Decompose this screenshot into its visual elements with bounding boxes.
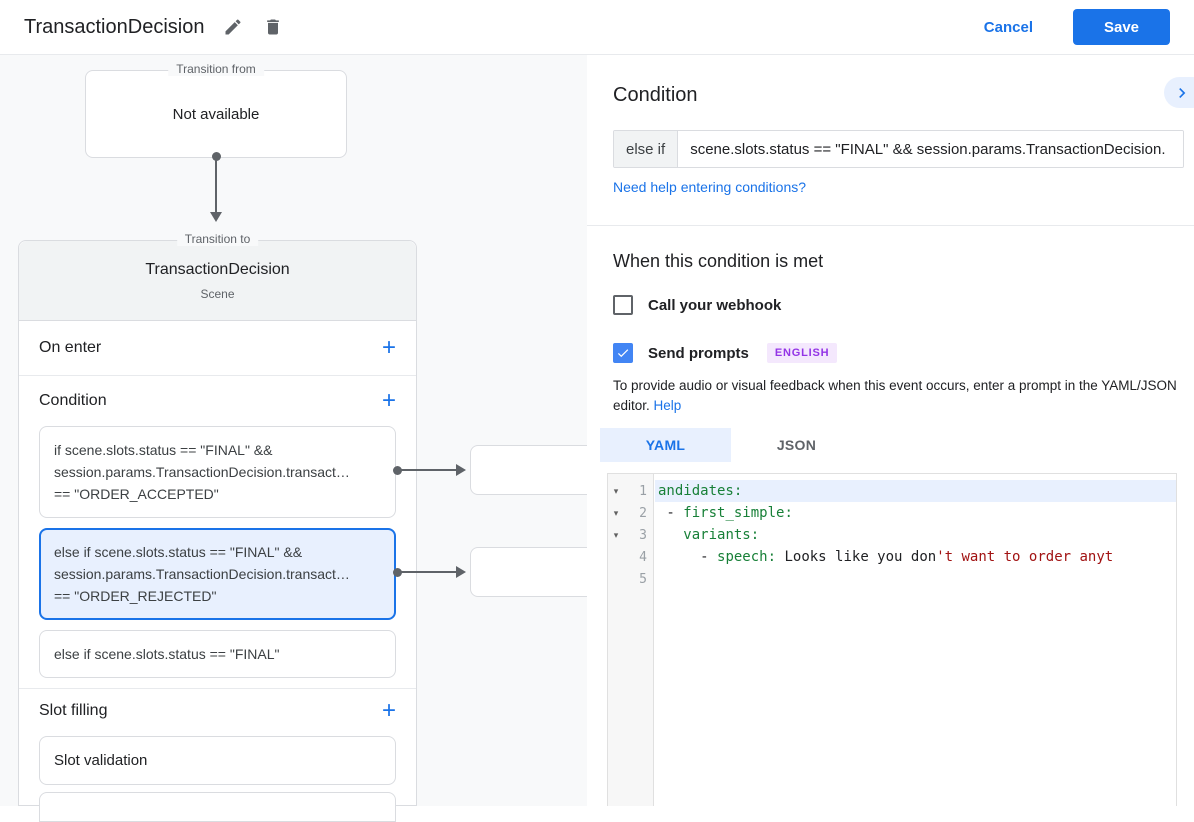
webhook-label: Call your webhook bbox=[648, 297, 781, 314]
condition-line: session.params.TransactionDecision.trans… bbox=[54, 461, 381, 483]
editor-tabs: YAML JSON bbox=[600, 428, 862, 462]
help-link[interactable]: Help bbox=[654, 398, 682, 413]
on-enter-row[interactable]: On enter + bbox=[19, 321, 416, 376]
condition-input-row: else if bbox=[613, 130, 1184, 168]
condition-help-link[interactable]: Need help entering conditions? bbox=[613, 179, 806, 195]
condition-line: session.params.TransactionDecision.trans… bbox=[54, 563, 381, 585]
scene-title: TransactionDecision bbox=[19, 261, 416, 279]
edit-icon[interactable] bbox=[222, 16, 244, 38]
condition-item-rejected-selected[interactable]: else if scene.slots.status == "FINAL" &&… bbox=[39, 528, 396, 620]
webhook-row: Call your webhook bbox=[613, 295, 781, 315]
condition-line: else if scene.slots.status == "FINAL" bbox=[54, 643, 381, 665]
scene-card: Transition to TransactionDecision Scene … bbox=[18, 240, 417, 806]
code-segment: 't want to order anyt bbox=[936, 549, 1113, 565]
code-segment: Looks like you don bbox=[776, 549, 936, 565]
send-prompts-row: Send prompts ENGLISH bbox=[613, 343, 837, 363]
prompt-description: To provide audio or visual feedback when… bbox=[613, 376, 1191, 416]
code-segment: - bbox=[658, 549, 717, 565]
slot-filling-row: Slot filling + bbox=[19, 689, 416, 732]
language-badge: ENGLISH bbox=[767, 343, 838, 363]
send-prompts-label: Send prompts bbox=[648, 345, 749, 362]
tab-json[interactable]: JSON bbox=[731, 428, 862, 462]
condition-panel: Condition else if Need help entering con… bbox=[587, 55, 1194, 806]
condition-item-final[interactable]: else if scene.slots.status == "FINAL" bbox=[39, 630, 396, 678]
connector-line bbox=[400, 469, 456, 471]
code-segment: speech: bbox=[717, 549, 776, 565]
add-on-enter-button[interactable]: + bbox=[382, 338, 396, 358]
divider bbox=[587, 225, 1194, 226]
code-line[interactable]: - speech: Looks like you don't want to o… bbox=[655, 546, 1176, 568]
panel-title: Condition bbox=[613, 84, 698, 107]
condition-prefix-chip: else if bbox=[614, 131, 678, 167]
condition-section-label: Condition bbox=[39, 392, 107, 410]
slot-filling-label: Slot filling bbox=[39, 702, 107, 720]
slot-item-partial[interactable] bbox=[39, 792, 396, 822]
collapse-panel-button[interactable] bbox=[1164, 77, 1194, 108]
scene-subtitle: Scene bbox=[19, 287, 416, 301]
code-segment bbox=[658, 527, 683, 543]
condition-line: if scene.slots.status == "FINAL" && bbox=[54, 439, 381, 461]
scene-card-header[interactable]: TransactionDecision Scene bbox=[19, 241, 416, 321]
delete-icon[interactable] bbox=[262, 16, 284, 38]
slot-validation-item[interactable]: Slot validation bbox=[39, 736, 396, 785]
arrow-down-icon bbox=[210, 212, 222, 222]
checkmark-icon bbox=[616, 346, 630, 360]
save-button[interactable]: Save bbox=[1073, 9, 1170, 45]
line-number: 1 bbox=[624, 484, 653, 499]
condition-section-row: Condition + bbox=[19, 376, 416, 426]
code-line[interactable]: variants: bbox=[655, 524, 1176, 546]
connector-line bbox=[400, 571, 456, 573]
arrow-right-icon bbox=[456, 464, 466, 476]
condition-line: else if scene.slots.status == "FINAL" && bbox=[54, 541, 381, 563]
fold-arrow-icon[interactable]: ▾ bbox=[608, 508, 624, 519]
transition-from-box[interactable]: Transition from Not available bbox=[85, 70, 347, 158]
line-number: 4 bbox=[624, 550, 653, 565]
transition-from-value: Not available bbox=[173, 106, 260, 123]
page-title: TransactionDecision bbox=[24, 16, 204, 39]
code-line[interactable]: andidates: bbox=[655, 480, 1176, 502]
condition-item-accepted[interactable]: if scene.slots.status == "FINAL" && sess… bbox=[39, 426, 396, 518]
tab-yaml[interactable]: YAML bbox=[600, 428, 731, 462]
condition-line: == "ORDER_ACCEPTED" bbox=[54, 483, 381, 505]
transition-from-legend: Transition from bbox=[168, 62, 264, 76]
arrow-right-icon bbox=[456, 566, 466, 578]
condition-expression-input[interactable] bbox=[678, 131, 1183, 167]
editor-code-area[interactable]: andidates: - first_simple: variants: - s… bbox=[655, 474, 1176, 806]
connector-line bbox=[215, 160, 217, 212]
line-number: 2 bbox=[624, 506, 653, 521]
line-number: 3 bbox=[624, 528, 653, 543]
transition-target-box[interactable] bbox=[470, 547, 600, 597]
slot-validation-label: Slot validation bbox=[54, 752, 147, 769]
code-segment: variants: bbox=[683, 527, 759, 543]
code-segment: andidates: bbox=[658, 483, 742, 499]
transition-target-box[interactable] bbox=[470, 445, 600, 495]
prompt-description-text: To provide audio or visual feedback when… bbox=[613, 378, 1177, 413]
fold-arrow-icon[interactable]: ▾ bbox=[608, 486, 624, 497]
code-line[interactable] bbox=[655, 568, 1176, 590]
top-bar: TransactionDecision Cancel Save bbox=[0, 0, 1194, 55]
cancel-button[interactable]: Cancel bbox=[984, 19, 1033, 36]
add-slot-button[interactable]: + bbox=[382, 701, 396, 721]
send-prompts-checkbox[interactable] bbox=[613, 343, 633, 363]
webhook-checkbox[interactable] bbox=[613, 295, 633, 315]
code-segment: - bbox=[658, 505, 683, 521]
code-line[interactable]: - first_simple: bbox=[655, 502, 1176, 524]
code-segment: first_simple: bbox=[683, 505, 793, 521]
transition-to-legend: Transition to bbox=[177, 232, 259, 246]
chevron-right-icon bbox=[1172, 83, 1192, 103]
condition-line: == "ORDER_REJECTED" bbox=[54, 585, 381, 607]
when-met-title: When this condition is met bbox=[613, 251, 823, 272]
fold-arrow-icon[interactable]: ▾ bbox=[608, 530, 624, 541]
add-condition-button[interactable]: + bbox=[382, 391, 396, 411]
on-enter-label: On enter bbox=[39, 339, 101, 357]
line-number: 5 bbox=[624, 572, 653, 587]
